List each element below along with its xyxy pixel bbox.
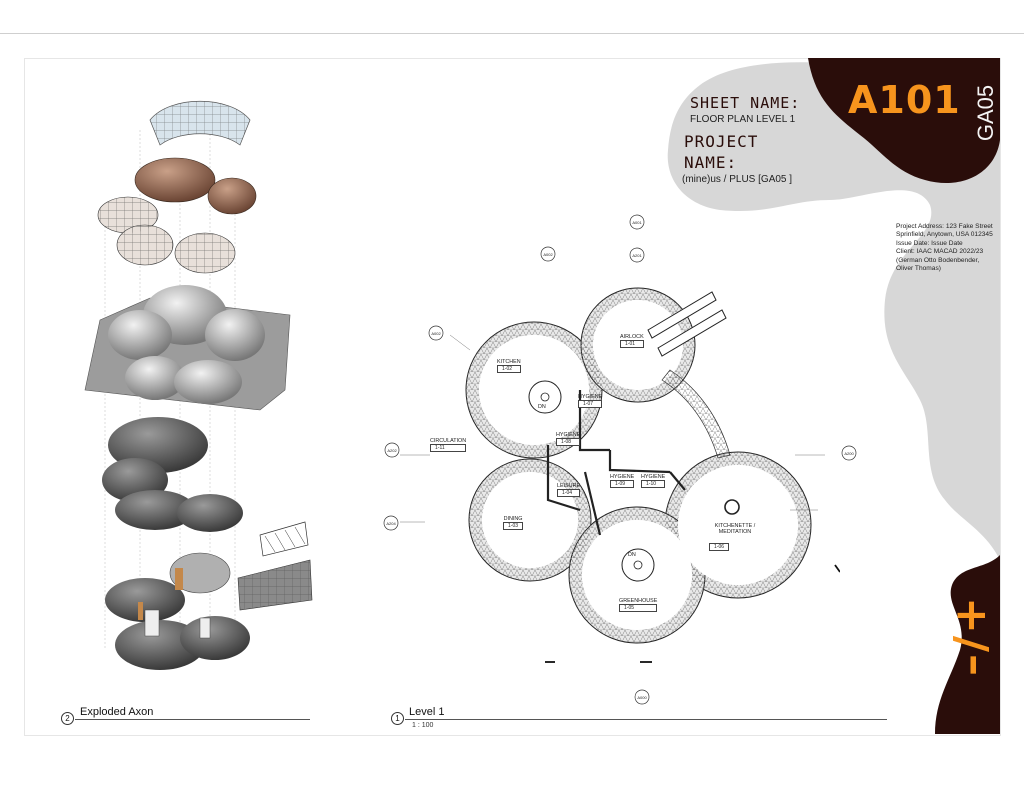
base-shell bbox=[105, 578, 185, 622]
sheet-number: A101 bbox=[848, 78, 961, 122]
lattice-truss bbox=[259, 521, 309, 557]
project-info-line: Oliver Thomas) bbox=[896, 265, 941, 273]
brown-dome bbox=[207, 177, 257, 215]
room-hygiene-1-08: HYGIENE 1-08 bbox=[556, 432, 581, 446]
project-info-line: Project Address: 123 Fake Street bbox=[896, 223, 993, 230]
lattice-bridge bbox=[661, 369, 731, 459]
elevation-tag: A201 bbox=[632, 253, 642, 258]
stair-kitchen bbox=[528, 380, 562, 414]
base-shell bbox=[180, 616, 250, 660]
room-leisure: LEISURE 1-04 bbox=[557, 483, 581, 497]
view-title-level-1: Level 1 bbox=[409, 706, 445, 718]
dark-dome bbox=[115, 490, 195, 530]
elevation-tag: A002 bbox=[431, 331, 441, 336]
elevation-tag: A000 bbox=[637, 695, 647, 700]
elevation-tag: A001 bbox=[632, 220, 642, 225]
room-circulation: CIRCULATION 1-11 bbox=[430, 438, 467, 452]
view-number-badge: 2 bbox=[61, 712, 74, 725]
view-title-exploded-axon: Exploded Axon bbox=[80, 706, 154, 718]
room-hygiene-1-07: HYGIENE 1-07 bbox=[578, 394, 603, 408]
room-hygiene-1-09: HYGIENE 1-09 bbox=[610, 474, 635, 488]
gray-blob-shape bbox=[667, 62, 1000, 561]
stair-dn-label: DN bbox=[538, 404, 546, 410]
room-kitchenette: KITCHENETTE / MEDITATION 1-06 bbox=[709, 523, 761, 553]
project-name-value: (mine)us / PLUS [GA05 ] bbox=[682, 174, 793, 185]
sheet-name-value: FLOOR PLAN LEVEL 1 bbox=[690, 114, 796, 125]
elevation-tag: A200 bbox=[844, 451, 854, 456]
project-info-line: Client: IAAC MACAD 2022/23 bbox=[896, 248, 984, 256]
base-shell bbox=[169, 552, 231, 594]
elevation-tag: A002 bbox=[543, 252, 553, 257]
sheet-name-label: SHEET NAME: bbox=[690, 94, 801, 112]
brown-dome bbox=[134, 157, 216, 203]
section-markers bbox=[545, 564, 840, 663]
kitchenette-table bbox=[724, 499, 740, 515]
project-info-block: Project Address: 123 Fake Street Sprinfi… bbox=[896, 223, 996, 273]
room-kitchen: KITCHEN 1-02 bbox=[497, 359, 521, 373]
view-scale: 1 : 100 bbox=[412, 722, 434, 729]
room-greenhouse: GREENHOUSE 1-05 bbox=[619, 598, 658, 612]
stair-greenhouse bbox=[621, 548, 655, 582]
dark-top-shape bbox=[808, 58, 1000, 184]
project-info-line: Sprinfield, Anytown, USA 012345 bbox=[896, 231, 993, 239]
elevation-tag: A202 bbox=[387, 448, 397, 453]
top-divider bbox=[0, 33, 1024, 34]
room-airlock: AIRLOCK 1-01 bbox=[620, 334, 644, 348]
project-name-label: PROJECT NAME: bbox=[684, 132, 759, 172]
view-title-underline bbox=[75, 719, 310, 720]
elevation-tag: A204 bbox=[386, 521, 396, 526]
project-info-line: Issue Date: Issue Date bbox=[896, 239, 963, 247]
exploded-axon-drawing bbox=[84, 100, 313, 670]
stair-dn-label: DN bbox=[628, 552, 636, 558]
room-dining: DINING 1-03 bbox=[503, 516, 524, 530]
view-number-badge: 1 bbox=[391, 712, 404, 725]
room-hygiene-1-10: HYGIENE 1-10 bbox=[641, 474, 666, 488]
view-title-underline bbox=[405, 719, 887, 720]
dark-bottom-shape bbox=[935, 555, 1000, 734]
floor-plan-drawing bbox=[400, 287, 840, 663]
dark-dome bbox=[177, 494, 243, 532]
project-info-line: (German Otto Bodenbender, bbox=[896, 256, 980, 264]
airlock-tubes bbox=[647, 291, 727, 357]
